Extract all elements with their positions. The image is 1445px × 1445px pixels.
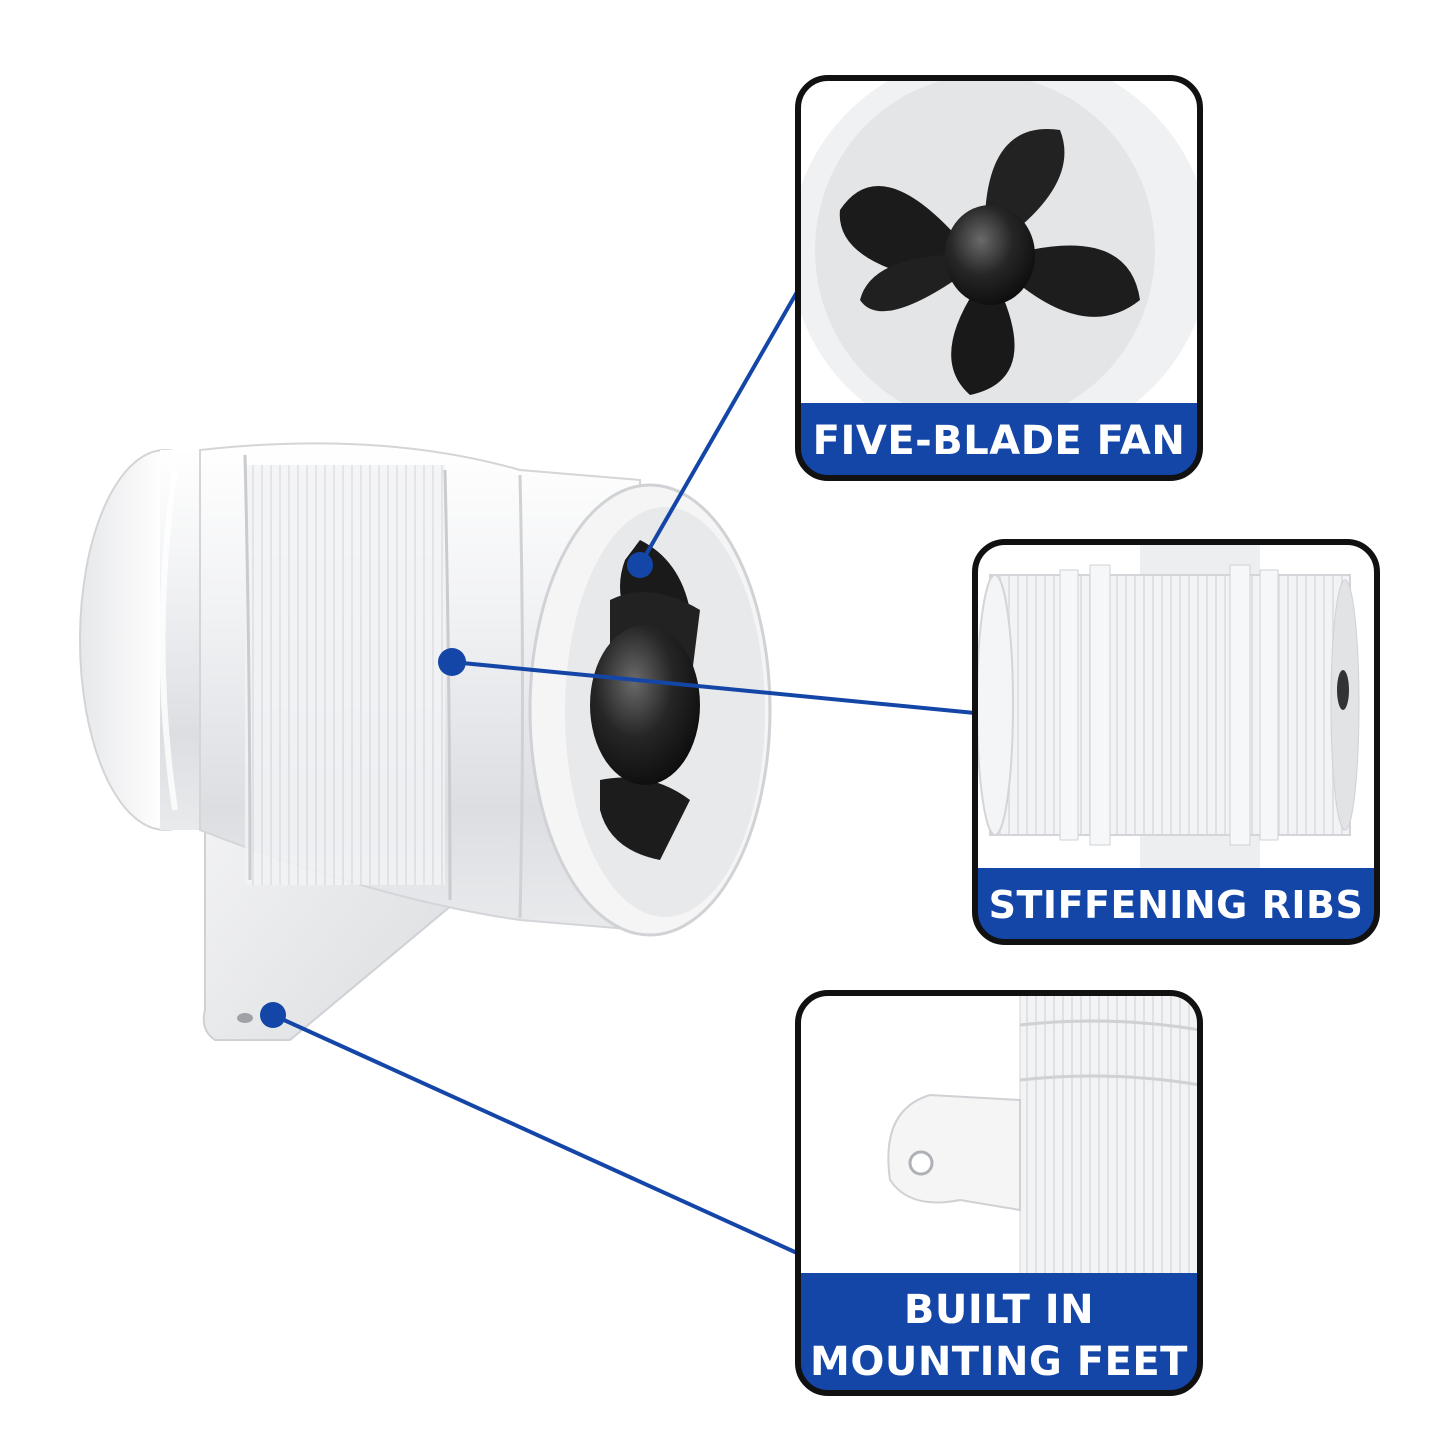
callout-built-in-mounting-feet: BUILT IN MOUNTING FEET [795,990,1203,1396]
callout-band-fan [798,403,1200,478]
callout-connectors [260,291,976,1255]
callout-band-feet [798,1273,1200,1393]
connector-line-feet [272,1013,798,1255]
callout-band-ribs [975,868,1377,942]
mounting-foot-hole [237,1013,253,1023]
callout-label-feet-line1: BUILT IN [904,1287,1094,1333]
callout-five-blade-fan: FIVE-BLADE FAN [795,75,1203,481]
ribbed-housing-icon [976,542,1360,942]
connector-dot-ribs [438,648,466,676]
connector-dot-feet [260,1002,286,1028]
ribbed-section [245,465,445,885]
connector-dot-fan [627,552,653,578]
callout-label-fan: FIVE-BLADE FAN [813,418,1186,464]
inline-blower-illustration [79,442,772,1041]
mounting-foot-icon [887,993,1200,1284]
connector-line-fan [638,291,799,566]
fan-blades-icon [839,129,1140,395]
callout-label-ribs: STIFFENING RIBS [989,883,1364,927]
main-fan-hub [590,625,700,785]
callout-stiffening-ribs: STIFFENING RIBS [972,539,1380,945]
callout-label-feet-line2: MOUNTING FEET [810,1339,1188,1385]
connector-line-ribs [451,660,976,715]
